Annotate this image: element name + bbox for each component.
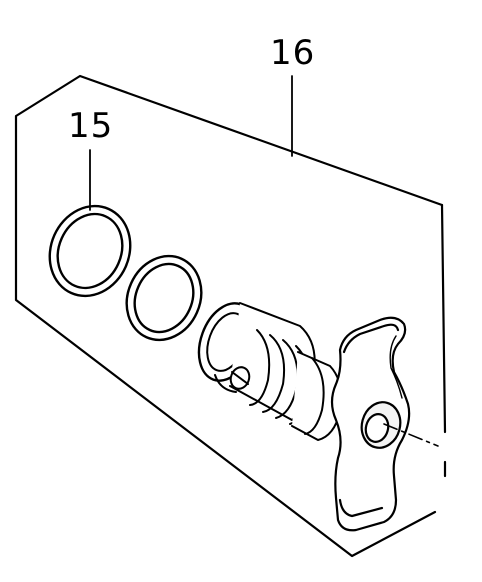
wing-handle [330, 316, 411, 532]
o-ring-rear [125, 254, 203, 342]
assembly-boundary [14, 74, 447, 558]
o-ring-front [48, 204, 132, 298]
cartridge-body [197, 302, 343, 441]
axis-centerline [383, 423, 439, 447]
callout-part-15: 15 [68, 106, 114, 146]
callout-part-16: 16 [270, 33, 316, 73]
